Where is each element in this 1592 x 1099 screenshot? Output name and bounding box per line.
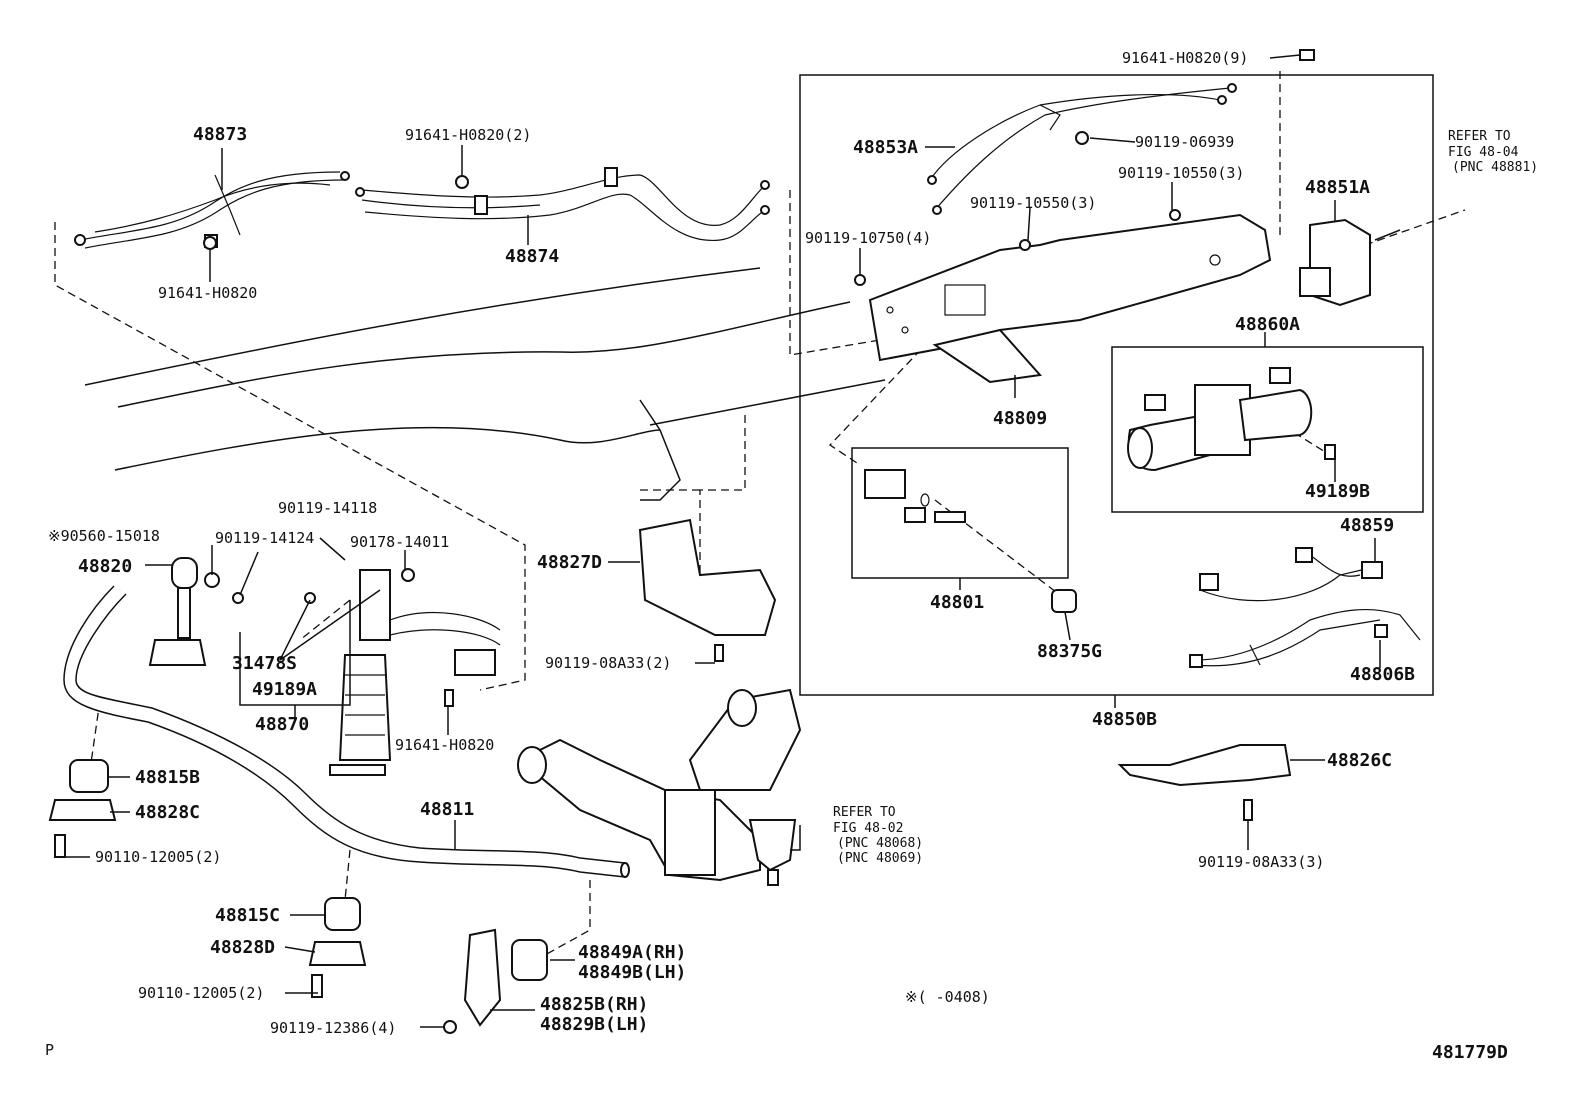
sub-box-48860a [1111,346,1424,513]
label-48860a: 48860A [1235,314,1300,335]
label-48815b: 48815B [135,767,200,788]
label-48850b: 48850B [1092,709,1157,730]
label-48811: 48811 [420,799,474,820]
label-48853a: 48853A [853,137,918,158]
ref2-line2: FIG 48-02 [833,821,903,836]
part-labels: 48873 91641-H0820(2) 91641-H0820 48874 9… [48,49,1415,1037]
harness-48859 [1199,547,1383,602]
label-48815c: 48815C [215,905,280,926]
ref1-line1: REFER TO [1448,129,1511,144]
label-48859: 48859 [1340,515,1394,536]
label-49189b: 49189B [1305,481,1370,502]
footer: ※( -0408) P 481779D [45,988,1508,1063]
label-48873: 48873 [193,124,247,145]
ref2-line1: REFER TO [833,805,896,820]
label-48874: 48874 [505,246,559,267]
bolt-icon [444,49,1315,707]
plate-48826c [1117,744,1292,821]
label-48828c: 48828C [135,802,200,823]
label-90178-14011: 90178-14011 [350,533,449,551]
label-90560-15018: ※90560-15018 [48,527,160,545]
ref2-line3: (PNC 48068) [837,836,923,851]
bushing-48849 [511,939,548,981]
label-90119-06939: 90119-06939 [1135,133,1234,151]
label-48820: 48820 [78,556,132,577]
bolt-icon [203,175,469,250]
label-90119-10750-4: 90119-10750(4) [805,229,931,247]
ref1-line3: (PNC 48881) [1452,160,1538,175]
leader-lines [65,54,1401,1028]
harness-48806b [1189,608,1421,668]
ref1-line2: FIG 48-04 [1448,145,1519,160]
label-48849b: 48849B(LH) [578,962,686,983]
label-90110-12005-2b: 90110-12005(2) [138,984,264,1002]
bracket-48827d [638,518,777,636]
bracket-48828d [308,941,367,998]
frame-rails [84,267,886,501]
label-48806b: 48806B [1350,664,1415,685]
label-91641-h0820-b: 91641-H0820 [395,736,494,754]
footnote: ※( -0408) [905,988,990,1006]
page-marker: P [45,1041,54,1059]
label-48826c: 48826C [1327,750,1392,771]
label-49189a: 49189A [252,679,317,700]
label-88375g: 88375G [1037,641,1102,662]
label-48828d: 48828D [210,937,275,958]
module-48851a [1299,218,1371,307]
tube-48874 [355,167,770,241]
bracket-48828c [48,799,117,858]
ref2-line4: (PNC 48069) [837,851,923,866]
grommet-88375g [1051,589,1077,613]
bushing-48815b [69,759,109,793]
label-91641-h0820-a: 91641-H0820 [158,284,257,302]
control-arm [517,688,802,886]
reference-notes: REFER TO FIG 48-04 (PNC 48881) REFER TO … [833,129,1538,866]
label-48827d: 48827D [537,552,602,573]
bracket-48825b [443,928,502,1034]
label-48825b: 48825B(RH) [540,994,648,1015]
label-90119-10550-3a: 90119-10550(3) [1118,164,1244,182]
link-48820 [148,557,244,666]
label-48801: 48801 [930,592,984,613]
assembly-box-48850b [799,74,1434,696]
label-90119-14118: 90119-14118 [278,499,377,517]
label-91641-h0820-9: 91641-H0820(9) [1122,49,1248,67]
label-90110-12005-2a: 90110-12005(2) [95,848,221,866]
tube-48853a [927,83,1237,215]
label-91641-h0820-2: 91641-H0820(2) [405,126,531,144]
label-48829b: 48829B(LH) [540,1014,648,1035]
pump-motor-48860a [1127,367,1336,472]
label-90119-08a33-3: 90119-08A33(3) [1198,853,1324,871]
label-31478s: 31478S [232,653,297,674]
label-48849a: 48849A(RH) [578,942,686,963]
diagram-id: 481779D [1432,1042,1508,1063]
bushing-48815c [324,897,361,931]
shock-absorber-48870 [304,568,501,776]
label-90119-12386-4: 90119-12386(4) [270,1019,396,1037]
bracket-48809 [868,213,1272,384]
label-90119-10550-3b: 90119-10550(3) [970,194,1096,212]
valve-48801 [864,469,966,523]
label-90119-08a33-2: 90119-08A33(2) [545,654,671,672]
label-90119-14124: 90119-14124 [215,529,314,547]
label-48870: 48870 [255,714,309,735]
label-48809: 48809 [993,408,1047,429]
label-48851a: 48851A [1305,177,1370,198]
